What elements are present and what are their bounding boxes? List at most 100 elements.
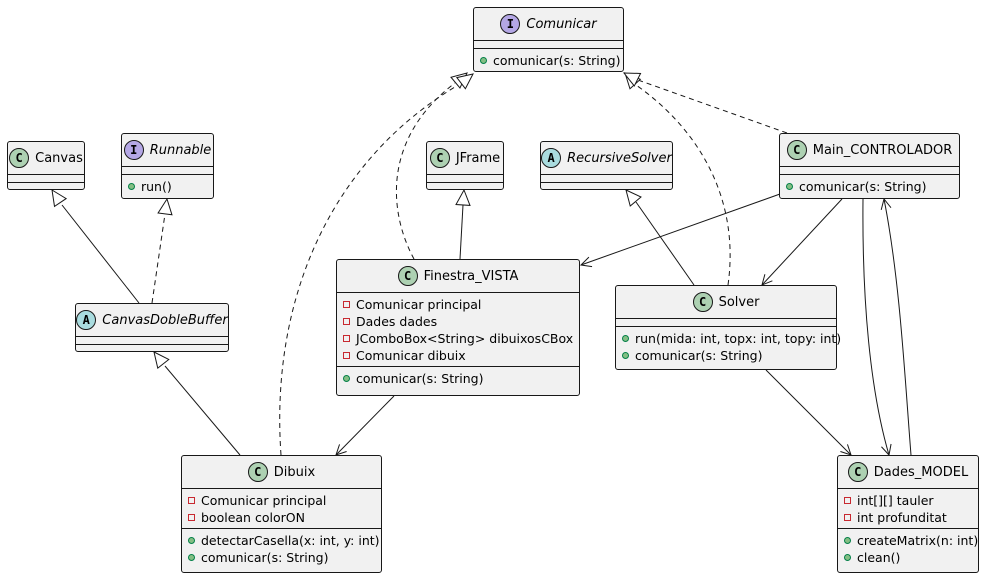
public-icon: [188, 537, 195, 544]
method-row: detectarCasella(x: int, y: int): [182, 532, 381, 549]
public-icon: [128, 183, 135, 190]
methods-section: detectarCasella(x: int, y: int) comunica…: [182, 529, 381, 568]
public-icon: [343, 375, 350, 382]
association-arrowhead-icon: [880, 197, 892, 210]
class-name: JFrame: [455, 150, 501, 166]
methods-section: run(): [122, 175, 213, 197]
private-icon: [844, 514, 851, 521]
generalization-arrowhead-icon: [51, 189, 68, 208]
private-icon: [188, 514, 195, 521]
edge-solver-implements-comunicar: [635, 84, 731, 286]
field-label: Comunicar principal: [201, 493, 327, 508]
class-jframe[interactable]: C JFrame: [426, 141, 504, 190]
fields-section: [541, 175, 672, 183]
edge-canvasdoblebuffer-implements-runnable: [151, 213, 166, 304]
class-main-controlador[interactable]: C Main_CONTROLADOR comunicar(s: String): [779, 133, 960, 199]
abstract-spot-icon: A: [541, 148, 562, 168]
class-name: Solver: [718, 294, 760, 310]
class-dades-model[interactable]: C Dades_MODEL int[][] tauler int profund…: [837, 455, 979, 573]
edge-main-implements-comunicar: [637, 79, 788, 134]
field-row: Comunicar principal: [182, 492, 381, 509]
field-label: Comunicar principal: [356, 297, 482, 312]
public-icon: [188, 554, 195, 561]
fields-section: [616, 319, 836, 327]
generalization-arrowhead-icon: [153, 351, 170, 369]
generalization-arrowhead-icon: [622, 72, 642, 87]
class-name: Dibuix: [273, 464, 316, 480]
method-row: run(mida: int, topx: int, topy: int): [616, 330, 841, 347]
field-row: JComboBox<String> dibuixosCBox: [337, 330, 579, 347]
field-row: Comunicar principal: [337, 296, 579, 313]
private-icon: [343, 335, 350, 342]
method-row: createMatrix(n: int): [838, 532, 978, 549]
field-label: JComboBox<String> dibuixosCBox: [356, 331, 574, 346]
methods-section: run(mida: int, topx: int, topy: int) com…: [616, 327, 841, 366]
class-spot-icon: C: [786, 140, 807, 160]
class-name: RecursiveSolver: [567, 150, 672, 166]
method-row: comunicar(s: String): [616, 347, 836, 364]
method-label: createMatrix(n: int): [857, 533, 979, 548]
method-row: run(): [122, 178, 213, 195]
field-label: Dades dades: [356, 314, 438, 329]
edge-canvasdoblebuffer-extends-canvas: [61, 204, 140, 304]
field-row: Dades dades: [337, 313, 579, 330]
class-runnable[interactable]: I Runnable run(): [121, 133, 214, 199]
method-label: run(): [141, 179, 172, 194]
public-icon: [844, 537, 851, 544]
class-finestra-vista[interactable]: C Finestra_VISTA Comunicar principal Dad…: [336, 259, 580, 396]
methods-section: comunicar(s: String): [337, 367, 579, 389]
edge-finestra-to-dibuix: [335, 395, 395, 456]
method-row: comunicar(s: String): [474, 52, 623, 69]
class-spot-icon: C: [692, 292, 713, 312]
field-label: boolean colorON: [201, 510, 305, 525]
methods-section: [541, 183, 672, 191]
edge-dades-to-main: [883, 198, 912, 456]
edge-finestra-implements-comunicar: [395, 82, 456, 260]
method-label: comunicar(s: String): [493, 53, 621, 68]
edge-main-to-finestra: [580, 193, 781, 266]
public-icon: [786, 183, 793, 190]
class-comunicar[interactable]: I Comunicar comunicar(s: String): [473, 7, 624, 72]
public-icon: [480, 57, 487, 64]
class-dibuix[interactable]: C Dibuix Comunicar principal boolean col…: [181, 455, 382, 573]
fields-section: [474, 41, 623, 49]
abstract-spot-icon: A: [76, 310, 97, 330]
edge-main-to-dades: [862, 198, 890, 456]
method-label: comunicar(s: String): [201, 550, 329, 565]
methods-section: createMatrix(n: int) clean(): [838, 529, 978, 568]
class-spot-icon: C: [429, 148, 450, 168]
class-name: CanvasDobleBuffer: [102, 312, 228, 328]
class-name: Comunicar: [526, 16, 597, 32]
class-recursive-solver[interactable]: A RecursiveSolver: [540, 141, 673, 190]
edge-solver-extends-recursivesolver: [635, 201, 695, 286]
method-label: comunicar(s: String): [799, 179, 927, 194]
field-label: Comunicar dibuix: [356, 348, 466, 363]
fields-section: [780, 167, 959, 175]
class-canvas[interactable]: C Canvas: [7, 141, 85, 190]
generalization-arrowhead-icon: [157, 197, 173, 216]
fields-section: [76, 337, 228, 345]
method-label: clean(): [857, 550, 901, 565]
class-name: Dades_MODEL: [873, 464, 969, 480]
generalization-arrowhead-icon: [625, 189, 642, 207]
class-name: Finestra_VISTA: [423, 268, 519, 284]
field-row: boolean colorON: [182, 509, 381, 526]
class-name: Main_CONTROLADOR: [812, 142, 953, 158]
fields-section: int[][] tauler int profunditat: [838, 489, 978, 529]
private-icon: [844, 497, 851, 504]
edge-finestra-extends-jframe: [459, 204, 464, 260]
class-spot-icon: C: [397, 266, 418, 286]
public-icon: [622, 352, 629, 359]
class-solver[interactable]: C Solver run(mida: int, topx: int, topy:…: [615, 285, 841, 370]
private-icon: [343, 318, 350, 325]
class-name: Runnable: [149, 142, 212, 158]
class-spot-icon: C: [9, 148, 30, 168]
method-label: comunicar(s: String): [635, 348, 763, 363]
methods-section: [427, 183, 503, 191]
private-icon: [343, 301, 350, 308]
fields-section: [8, 175, 84, 183]
interface-spot-icon: I: [123, 140, 144, 160]
method-row: comunicar(s: String): [337, 370, 579, 387]
class-canvas-doble-buffer[interactable]: A CanvasDobleBuffer: [75, 303, 229, 352]
fields-section: [427, 175, 503, 183]
